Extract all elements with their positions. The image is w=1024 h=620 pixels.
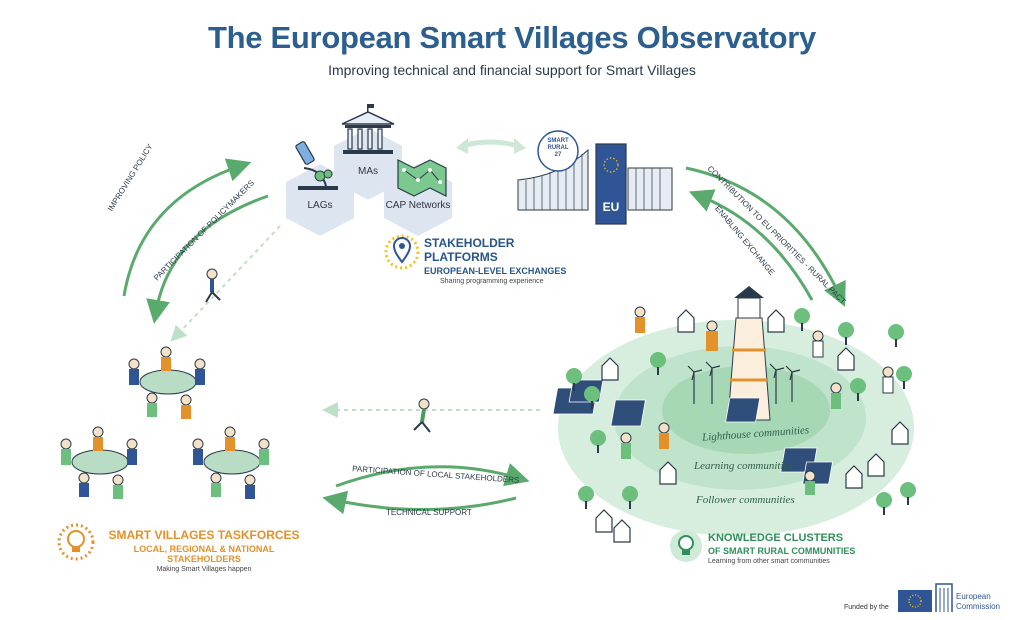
ring-label-follower: Follower communities xyxy=(696,494,795,506)
knowledge-clusters-subtitle: OF SMART RURAL COMMUNITIES xyxy=(708,546,856,556)
parliament-icon xyxy=(341,104,395,154)
trees xyxy=(566,308,916,515)
ec-logo-icon xyxy=(935,583,953,612)
right-arrow-pair xyxy=(685,166,846,307)
hex-label-mas: MAs xyxy=(358,166,378,177)
stakeholder-platforms-subtitle: EUROPEAN-LEVEL EXCHANGES xyxy=(424,266,567,276)
knowledge-clusters-title: KNOWLEDGE CLUSTERS xyxy=(708,532,844,544)
stakeholder-platforms-title: STAKEHOLDER PLATFORMS xyxy=(424,236,515,264)
eu-flag-icon xyxy=(898,590,932,612)
smart-rural-badge xyxy=(537,130,579,172)
taskforces-caption: SMART VILLAGES TASKFORCES LOCAL, REGIONA… xyxy=(104,528,304,573)
lightbulb-icon xyxy=(57,523,95,561)
village-houses xyxy=(595,309,909,543)
smart-rural-badge-text: SMART RURAL 27 xyxy=(540,138,576,159)
community-people xyxy=(620,306,894,495)
taskforces-title: SMART VILLAGES TASKFORCES xyxy=(108,528,300,542)
map-network-icon xyxy=(397,159,447,197)
dashed-flow-left xyxy=(170,225,281,342)
wind-turbines xyxy=(687,361,801,404)
badge-line-1: SMART xyxy=(547,138,569,144)
hex-label-lags: LAGs xyxy=(307,200,333,211)
knowledge-clusters-description: Learning from other smart communities xyxy=(708,558,830,565)
bottom-arrow-pair xyxy=(322,463,530,515)
page-title: The European Smart Villages Observatory xyxy=(208,20,816,55)
knowledge-clusters-caption: KNOWLEDGE CLUSTERS OF SMART RURAL COMMUN… xyxy=(708,532,858,565)
walking-person-2 xyxy=(413,398,431,433)
arrow-label-technical-support: TECHNICAL SUPPORT xyxy=(386,508,472,517)
taskforces-description: Making Smart Villages happen xyxy=(156,566,252,573)
roundtable-right xyxy=(192,426,270,499)
stakeholder-platforms-caption: STAKEHOLDER PLATFORMS EUROPEAN-LEVEL EXC… xyxy=(424,236,584,285)
knowledge-bulb-icon xyxy=(670,530,702,562)
stakeholder-platforms-description: Sharing programming experience xyxy=(440,278,544,285)
location-pin-icon xyxy=(384,234,420,270)
roundtable-top xyxy=(128,346,206,419)
solar-panels xyxy=(552,379,834,485)
eu-label: EU xyxy=(602,200,620,214)
page-subtitle: Improving technical and financial suppor… xyxy=(328,62,696,78)
microscope-icon xyxy=(295,141,338,190)
badge-line-3: 27 xyxy=(554,152,562,158)
funded-by-text: Funded by the xyxy=(844,604,889,611)
ec-line-2: Commission xyxy=(956,602,1001,611)
eu-building xyxy=(517,143,673,225)
badge-line-2: RURAL xyxy=(547,145,569,151)
ring-label-learning: Learning communities xyxy=(694,460,793,472)
lighthouse-icon xyxy=(727,286,771,421)
walking-person-1 xyxy=(205,268,221,303)
ec-line-1: European xyxy=(956,592,991,601)
taskforces-subtitle: LOCAL, REGIONAL & NATIONAL STAKEHOLDERS xyxy=(133,544,275,564)
ec-wordmark: European Commission xyxy=(956,592,1000,612)
exchange-double-arrow xyxy=(456,138,526,154)
hex-label-cap-networks: CAP Networks xyxy=(385,200,451,211)
left-arrow-pair xyxy=(122,158,269,324)
roundtable-left xyxy=(60,426,138,499)
